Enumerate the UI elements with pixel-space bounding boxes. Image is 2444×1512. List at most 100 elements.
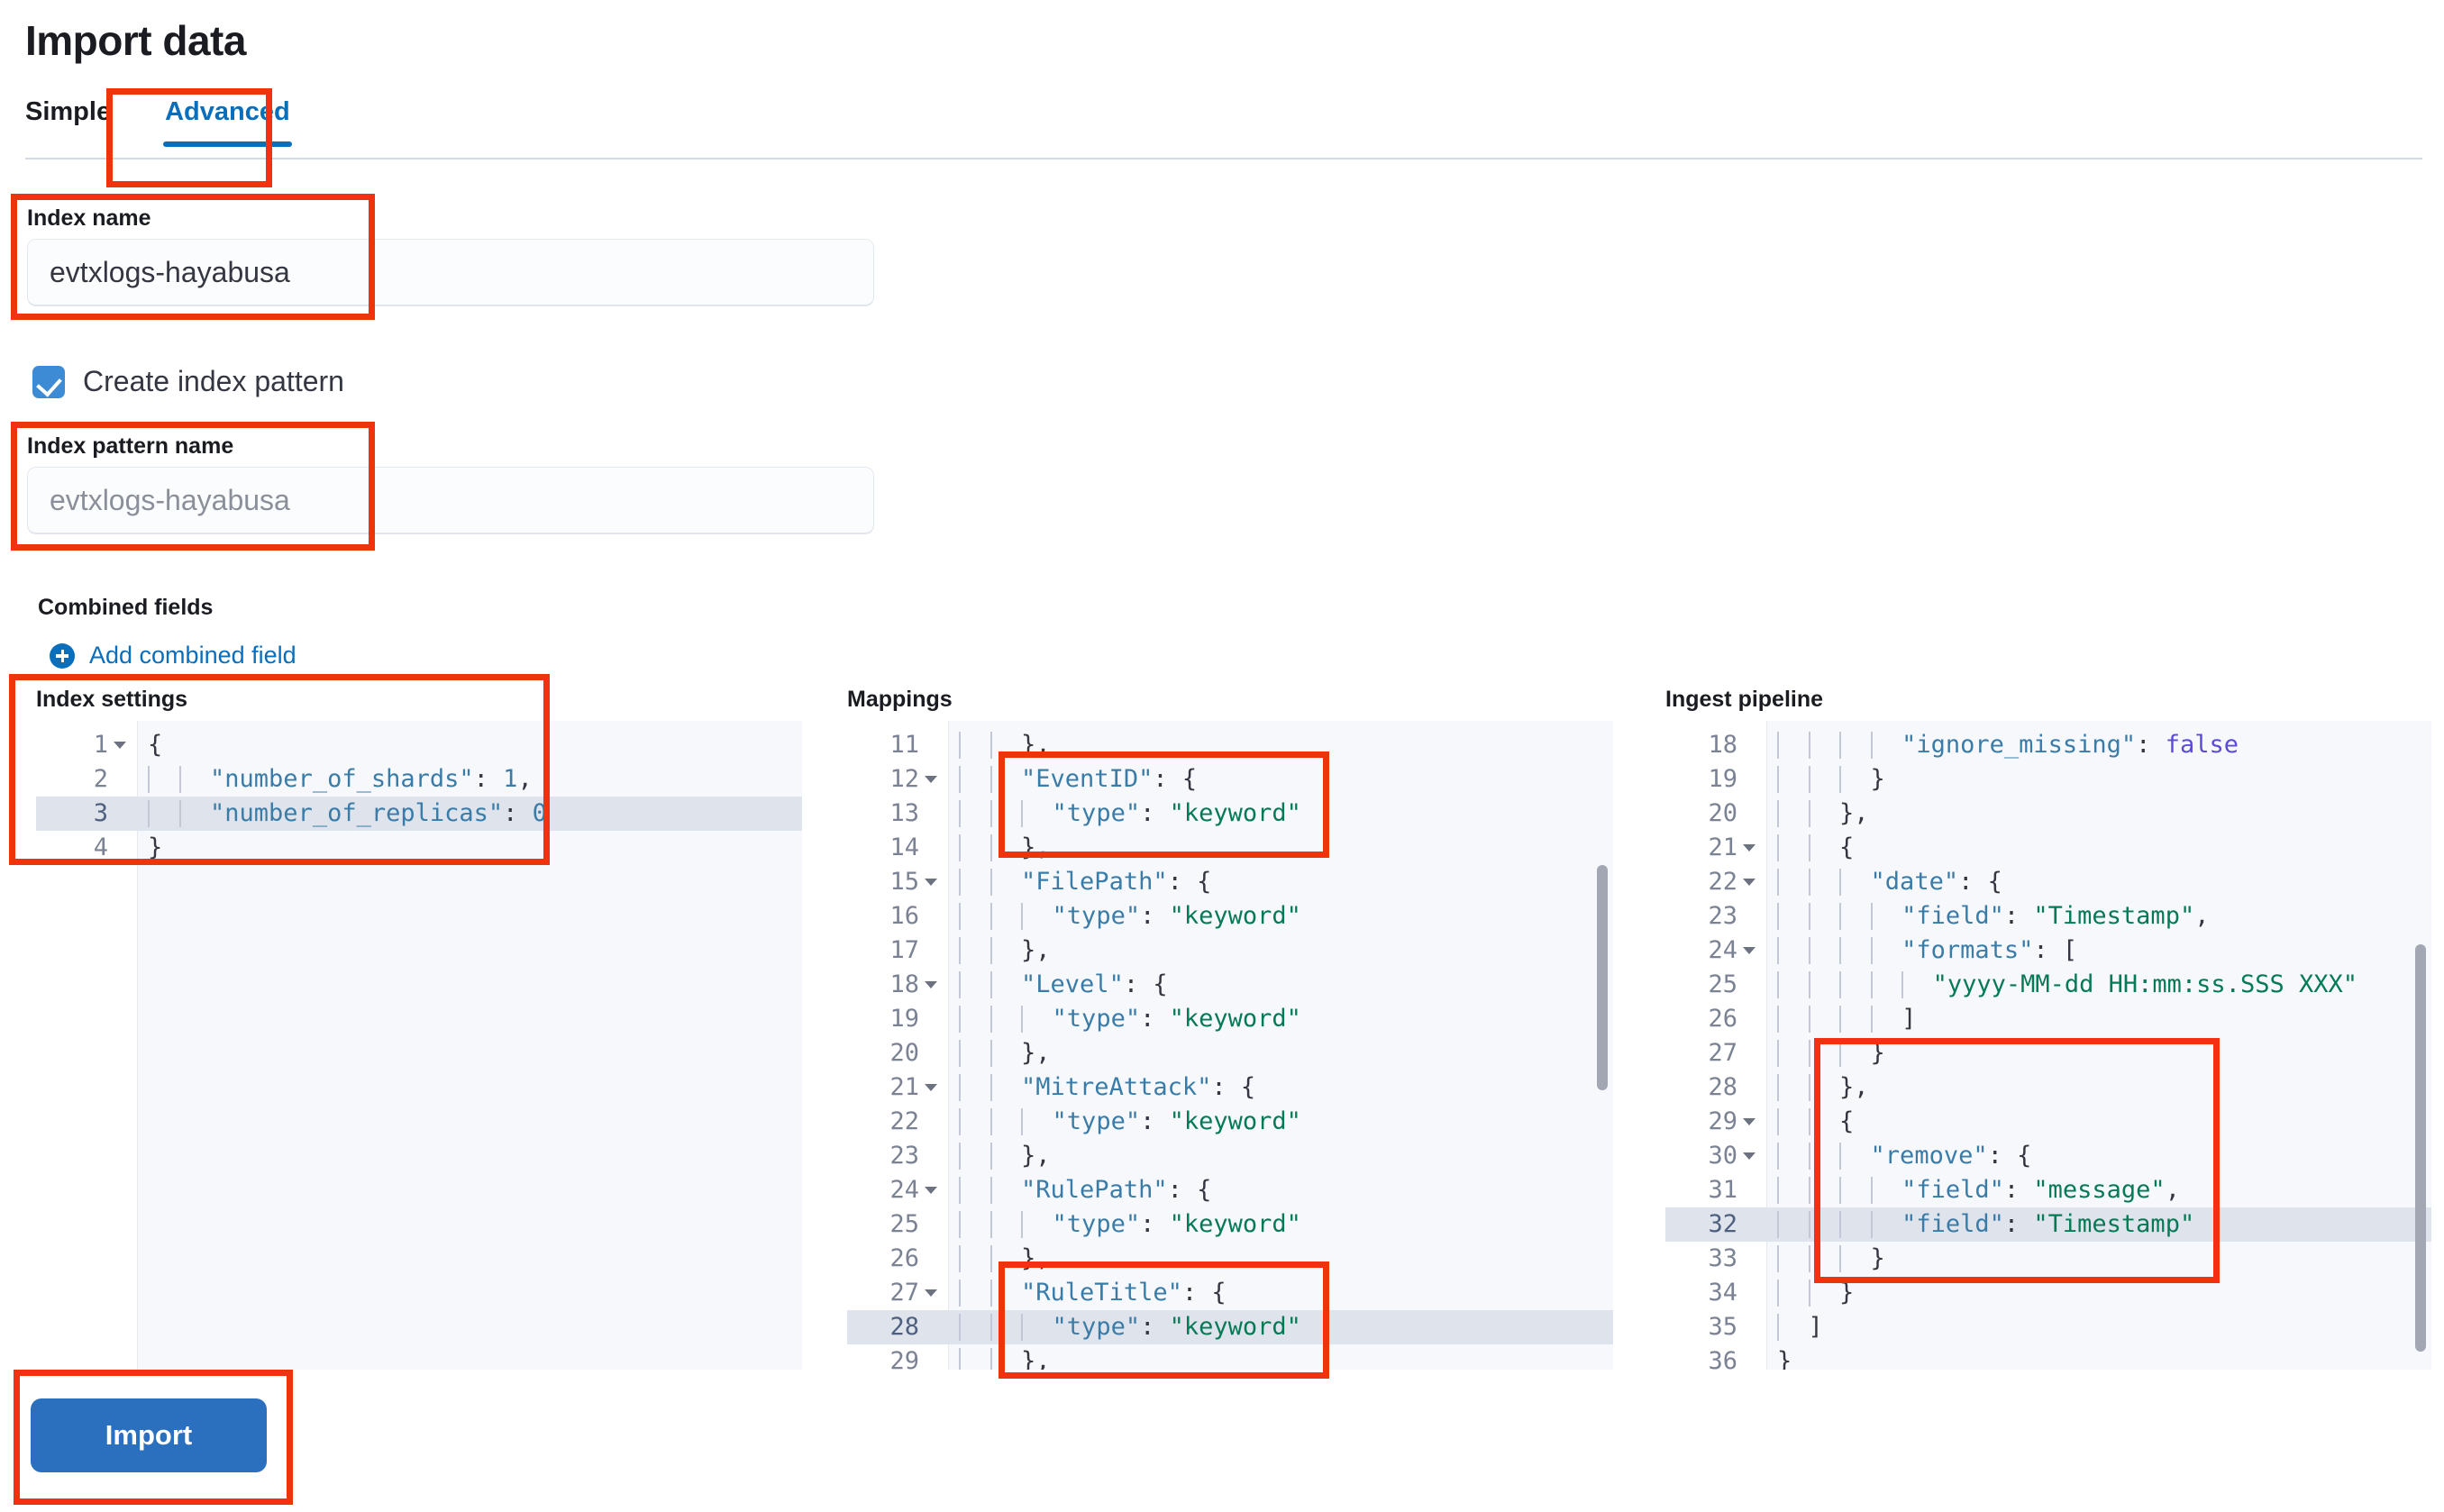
code-text: }, <box>959 934 1613 968</box>
code-line[interactable]: 34 } <box>1665 1276 2431 1310</box>
code-text: "ignore_missing": false <box>1777 728 2431 762</box>
line-number: 4 <box>93 833 108 861</box>
index-pattern-name-placeholder: evtxlogs-hayabusa <box>50 483 290 516</box>
code-line[interactable]: 25 "yyyy-MM-dd HH:mm:ss.SSS XXX" <box>1665 968 2431 1002</box>
create-index-pattern-row[interactable]: Create index pattern <box>32 365 344 398</box>
line-number: 29 <box>889 1347 919 1370</box>
import-button[interactable]: Import <box>31 1398 267 1472</box>
code-line[interactable]: 27 } <box>1665 1036 2431 1070</box>
code-line[interactable]: 29 { <box>1665 1105 2431 1139</box>
fold-arrow-icon[interactable] <box>925 776 937 783</box>
gutter <box>847 721 949 1370</box>
code-line[interactable]: 24 "formats": [ <box>1665 934 2431 968</box>
code-line[interactable]: 12 "EventID": { <box>847 762 1613 797</box>
code-text: "type": "keyword" <box>959 1310 1613 1344</box>
fold-arrow-icon[interactable] <box>1743 1118 1755 1125</box>
fold-arrow-icon[interactable] <box>925 1289 937 1297</box>
code-line[interactable]: 29 }, <box>847 1344 1613 1370</box>
code-text: "Level": { <box>959 968 1613 1002</box>
fold-arrow-icon[interactable] <box>925 981 937 988</box>
checkbox-checked-icon[interactable] <box>32 365 65 398</box>
code-line[interactable]: 17 }, <box>847 934 1613 968</box>
code-line[interactable]: 1{ <box>36 728 802 762</box>
code-text: "MitreAttack": { <box>959 1070 1613 1105</box>
line-number: 11 <box>889 731 919 759</box>
code-line[interactable]: 20 }, <box>1665 797 2431 831</box>
line-number: 12 <box>889 765 919 793</box>
code-line[interactable]: 30 "remove": { <box>1665 1139 2431 1173</box>
code-line[interactable]: 3 "number_of_replicas": 0 <box>36 797 802 831</box>
code-text: "date": { <box>1777 865 2431 899</box>
line-number: 30 <box>1708 1142 1737 1170</box>
fold-arrow-icon[interactable] <box>925 1084 937 1091</box>
code-line[interactable]: 16 "type": "keyword" <box>847 899 1613 934</box>
code-line[interactable]: 13 "type": "keyword" <box>847 797 1613 831</box>
fold-arrow-icon[interactable] <box>1743 879 1755 886</box>
code-line[interactable]: 2 "number_of_shards": 1, <box>36 762 802 797</box>
code-text: }, <box>959 728 1613 762</box>
index-settings-editor[interactable]: 1{2 "number_of_shards": 1,3 "number_of_r… <box>36 721 802 1370</box>
index-name-value: evtxlogs-hayabusa <box>50 255 290 288</box>
index-pattern-name-input[interactable]: evtxlogs-hayabusa <box>27 467 874 534</box>
fold-arrow-icon[interactable] <box>114 742 126 749</box>
code-line[interactable]: 14 }, <box>847 831 1613 865</box>
code-line[interactable]: 15 "FilePath": { <box>847 865 1613 899</box>
code-text: }, <box>959 1036 1613 1070</box>
line-number: 25 <box>889 1210 919 1238</box>
code-line[interactable]: 31 "field": "message", <box>1665 1173 2431 1207</box>
ingest-pipeline-scrollbar[interactable] <box>2415 944 2426 1352</box>
code-line[interactable]: 24 "RulePath": { <box>847 1173 1613 1207</box>
line-number: 18 <box>1708 731 1737 759</box>
code-line[interactable]: 28 "type": "keyword" <box>847 1310 1613 1344</box>
tab-simple[interactable]: Simple <box>25 97 112 126</box>
code-line[interactable]: 22 "date": { <box>1665 865 2431 899</box>
code-line[interactable]: 26 }, <box>847 1242 1613 1276</box>
code-line[interactable]: 21 "MitreAttack": { <box>847 1070 1613 1105</box>
code-line[interactable]: 32 "field": "Timestamp" <box>1665 1207 2431 1242</box>
fold-arrow-icon[interactable] <box>925 879 937 886</box>
code-text: "type": "keyword" <box>959 1207 1613 1242</box>
line-number: 32 <box>1708 1210 1737 1238</box>
line-number: 23 <box>1708 902 1737 930</box>
code-line[interactable]: 20 }, <box>847 1036 1613 1070</box>
fold-arrow-icon[interactable] <box>1743 947 1755 954</box>
line-number: 19 <box>1708 765 1737 793</box>
code-line[interactable]: 28 }, <box>1665 1070 2431 1105</box>
combined-fields-label: Combined fields <box>38 595 214 620</box>
line-number: 29 <box>1708 1107 1737 1135</box>
mappings-scrollbar[interactable] <box>1597 865 1608 1090</box>
add-combined-field-button[interactable]: Add combined field <box>50 642 296 669</box>
page-title: Import data <box>25 17 246 64</box>
tab-advanced[interactable]: Advanced <box>138 97 317 147</box>
code-text: { <box>1777 831 2431 865</box>
code-text: }, <box>959 1139 1613 1173</box>
code-line[interactable]: 19 } <box>1665 762 2431 797</box>
code-line[interactable]: 23 }, <box>847 1139 1613 1173</box>
code-text: "field": "Timestamp", <box>1777 899 2431 934</box>
line-number: 25 <box>1708 970 1737 998</box>
plus-circle-icon <box>50 642 75 669</box>
code-line[interactable]: 21 { <box>1665 831 2431 865</box>
code-line[interactable]: 4} <box>36 831 802 865</box>
code-line[interactable]: 18 "ignore_missing": false <box>1665 728 2431 762</box>
code-line[interactable]: 22 "type": "keyword" <box>847 1105 1613 1139</box>
code-line[interactable]: 25 "type": "keyword" <box>847 1207 1613 1242</box>
code-line[interactable]: 23 "field": "Timestamp", <box>1665 899 2431 934</box>
code-line[interactable]: 11 }, <box>847 728 1613 762</box>
line-number: 20 <box>889 1039 919 1067</box>
code-text: "type": "keyword" <box>959 797 1613 831</box>
code-line[interactable]: 19 "type": "keyword" <box>847 1002 1613 1036</box>
code-line[interactable]: 18 "Level": { <box>847 968 1613 1002</box>
code-line[interactable]: 35 ] <box>1665 1310 2431 1344</box>
line-number: 21 <box>889 1073 919 1101</box>
fold-arrow-icon[interactable] <box>925 1187 937 1194</box>
code-line[interactable]: 27 "RuleTitle": { <box>847 1276 1613 1310</box>
fold-arrow-icon[interactable] <box>1743 1152 1755 1160</box>
mappings-editor[interactable]: 11 },12 "EventID": {13 "type": "keyword"… <box>847 721 1613 1370</box>
code-line[interactable]: 33 } <box>1665 1242 2431 1276</box>
index-name-input[interactable]: evtxlogs-hayabusa <box>27 239 874 306</box>
code-line[interactable]: 36} <box>1665 1344 2431 1370</box>
fold-arrow-icon[interactable] <box>1743 844 1755 852</box>
code-line[interactable]: 26 ] <box>1665 1002 2431 1036</box>
